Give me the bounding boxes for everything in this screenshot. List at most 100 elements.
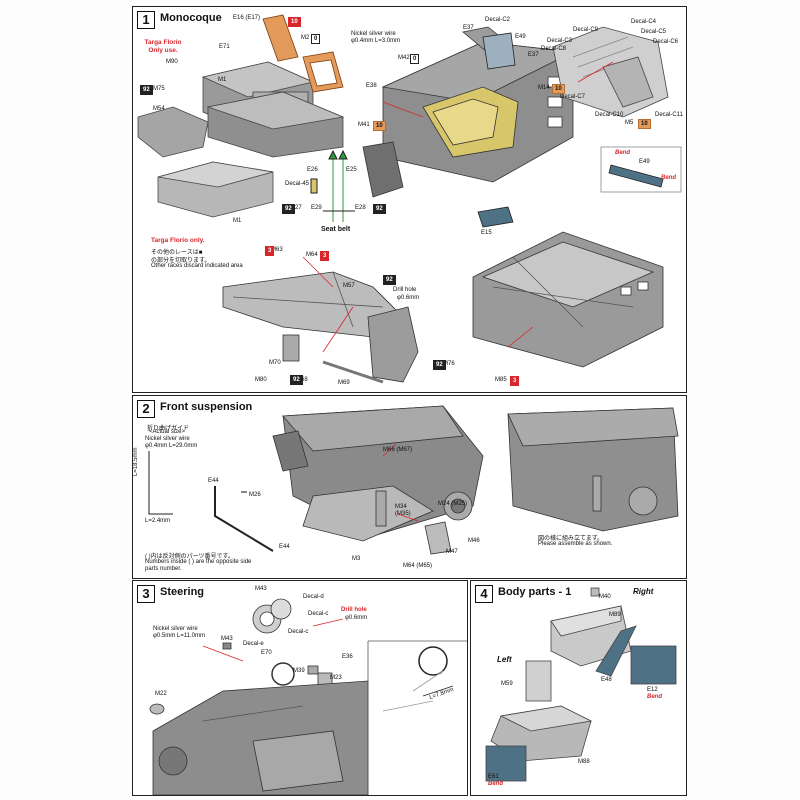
step-title: Monocoque <box>160 12 222 24</box>
part-label-m43b: M43 <box>221 636 233 642</box>
blue-panel-e49 <box>477 32 682 228</box>
decal-c-2: Decal-c <box>288 629 309 635</box>
part-label-m80: M80 <box>255 377 267 383</box>
drill-hole: Drill hole <box>393 287 417 293</box>
wire-label: Nickel silver wire <box>351 31 396 37</box>
part-label-m43a: M43 <box>255 586 267 592</box>
part-label-m69: M69 <box>338 380 350 386</box>
orange-frame-parts <box>262 14 344 93</box>
badge-3a: 3 <box>265 246 275 256</box>
decal-e: Decal-e <box>243 641 264 647</box>
badge-0: 0 <box>311 34 321 44</box>
red-leaders <box>382 443 419 522</box>
badge-10: 10 <box>288 17 301 27</box>
other-races-note: Other races discard indicated area <box>151 263 243 269</box>
part-label-e29: E29 <box>311 205 322 211</box>
monocoque-illustration <box>137 14 682 384</box>
japanese-note-2: の部分を切取ります。 <box>151 258 211 264</box>
left-label: Left <box>497 655 512 664</box>
opposite-note-en: Numbers inside ( ) are the opposite side <box>145 559 252 565</box>
decal-c4: Decal-C4 <box>631 19 657 25</box>
part-label-e36: E36 <box>342 654 353 660</box>
part-label-m54: M54 <box>153 106 165 112</box>
step-number: 1 <box>137 11 155 29</box>
badge-gray <box>241 491 247 493</box>
part-label-m75: M75 <box>153 86 165 92</box>
decal-45: Decal-45 <box>285 181 310 187</box>
japanese-note-1: その他のレースは■ <box>151 250 203 256</box>
red-leader-lines <box>302 61 614 353</box>
jp-assemble: 図の様に組み立てます。 <box>538 536 604 542</box>
jp-note-opposite: ( )内は反対側のパーツ番号です。 <box>145 554 234 560</box>
part-label-m63: M63 <box>271 247 283 253</box>
part-label-e44a: E44 <box>208 478 219 484</box>
main-monocoque <box>362 26 575 198</box>
bend-label-1: Bend <box>615 150 630 156</box>
part-label-e37a: E37 <box>463 25 474 31</box>
part-label-m42: M42 <box>398 55 410 61</box>
sway-bar-e44 <box>214 486 274 552</box>
part-label-m64: M64 <box>306 252 318 258</box>
wire-label: Nickel silver wire <box>153 626 198 632</box>
steering-wheel <box>271 662 295 686</box>
decal-c: Decal-c <box>308 611 329 617</box>
part-label-e44b: E44 <box>279 544 290 550</box>
part-label-m40: M40 <box>599 594 611 600</box>
tub-side-part <box>137 106 209 158</box>
part-label-e12: E12 <box>647 687 658 693</box>
step-1-panel: 1 Monocoque <box>132 6 687 393</box>
part-label-e71: E71 <box>219 44 230 50</box>
body-parts-illustration <box>485 587 677 782</box>
part-label-m22: M22 <box>155 691 167 697</box>
seat-belt-diagram <box>310 149 355 222</box>
part-label-m14: M14 <box>538 85 550 91</box>
decal-c11: Decal-C11 <box>655 112 683 118</box>
steering-parts <box>149 642 333 715</box>
right-label: Right <box>633 587 654 596</box>
decal-c5: Decal-C5 <box>641 29 667 35</box>
badge-92c: 92 <box>383 275 396 285</box>
part-label-m1-top: M1 <box>218 77 227 83</box>
part-label-e61: E61 <box>488 774 499 780</box>
badge-92a: 92 <box>290 375 303 385</box>
part-label-m64: M64 (M65) <box>403 563 433 569</box>
red-leaders <box>202 618 344 662</box>
part-label-e15: E15 <box>481 230 492 236</box>
drill-size: φ0.6mm <box>397 295 420 301</box>
part-label-e27: E27 <box>291 205 302 211</box>
badge-3c: 3 <box>510 376 520 386</box>
decal-c6: Decal-C6 <box>653 39 679 45</box>
badge-10c: 10 <box>552 84 565 94</box>
badge-0b: 0 <box>410 54 420 64</box>
step-4-panel: 4 Body parts - 1 Right Left M40 M89 E48 … <box>470 580 687 796</box>
steering-illustration <box>149 598 467 795</box>
part-label-e26: E26 <box>307 167 318 173</box>
step-number: 4 <box>475 585 493 603</box>
lower-frame-left <box>222 271 419 384</box>
bend-guide <box>148 451 173 515</box>
part-label-m47: M47 <box>446 549 458 555</box>
part-label-m2: M2 <box>301 35 310 41</box>
tub-center-part <box>206 91 345 158</box>
part-label-m23: M23 <box>330 675 342 681</box>
badge-92e: 92 <box>282 204 295 214</box>
part-label-e16: E16 (E17) <box>233 15 261 21</box>
part-label-m34: M34 <box>395 504 407 510</box>
step-number: 3 <box>137 585 155 603</box>
assemble-note: Please assemble as shown. <box>538 541 613 547</box>
steering-chassis <box>152 680 369 795</box>
bend-left: Bend <box>488 781 503 787</box>
part-label-m5: M5 <box>625 120 634 126</box>
step-2-panel: 2 Front suspension <box>132 395 687 579</box>
part-label-m89: M89 <box>609 612 621 618</box>
decal-c10: Decal-C10 <box>595 112 624 118</box>
suspension-assembled-right <box>507 407 679 532</box>
step-title: Steering <box>160 586 205 598</box>
actual-size-label: <Actual size> <box>149 429 186 435</box>
part-label-m70: M70 <box>269 360 281 366</box>
step-title: Body parts - 1 <box>498 586 572 598</box>
part-label-m24: M24 (M25) <box>438 501 468 507</box>
dim-l18: L=18.5mm <box>133 447 139 476</box>
wire-size: φ0.5mm L=11.0mm <box>153 633 205 639</box>
